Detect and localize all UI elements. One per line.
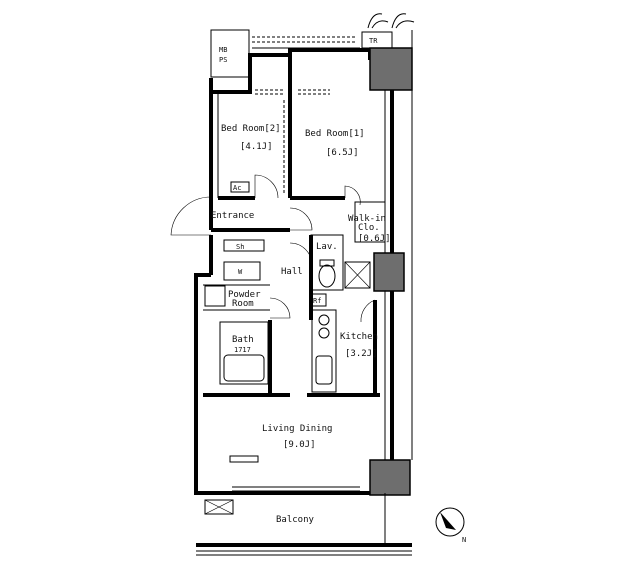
ps-label: PS: [219, 56, 227, 64]
fridge-box: [311, 293, 327, 307]
hall-label: Hall: [281, 267, 303, 277]
plant-icon: [367, 13, 415, 460]
lav-label: Lav.: [316, 242, 338, 252]
kitchen-size: [3.2J]: [345, 349, 378, 359]
stove-burner-icon: [318, 327, 330, 339]
washer-label: W: [238, 268, 243, 276]
balcony-railing: [196, 543, 412, 556]
stove-burner-icon: [318, 314, 330, 326]
ac-label: Ac: [233, 184, 241, 192]
floor-vent: [229, 455, 259, 463]
mb-label: MB: [219, 46, 227, 54]
door-swing: [254, 174, 279, 199]
balcony-sliding-door: [232, 486, 360, 492]
top-window: [252, 36, 360, 49]
compass-north-label: N: [462, 536, 466, 544]
column: [369, 459, 411, 496]
tr-box: [361, 31, 393, 49]
lavatory-room: [310, 234, 344, 291]
door-swing: [360, 299, 376, 323]
refrigerator-x: [344, 261, 371, 289]
walkin-size: [0.6J]: [358, 234, 391, 244]
shoe-box-label: Sh: [236, 243, 244, 251]
walkin-line1: Walk-in: [348, 214, 386, 224]
toilet-tank: [319, 259, 335, 267]
column: [369, 47, 413, 91]
door-swing: [269, 297, 291, 319]
powder-cabinet: [204, 285, 226, 307]
compass-icon: N: [435, 507, 466, 544]
bedroom1-size: [6.5J]: [326, 148, 359, 158]
toilet-icon: [318, 264, 336, 288]
bathtub: [219, 321, 269, 385]
mb-ps-box: [210, 29, 250, 78]
shoe-box: [223, 239, 265, 252]
bath-size: 1717: [234, 346, 251, 354]
walkin-line2: Clo.: [358, 223, 380, 233]
balcony-label: Balcony: [276, 515, 315, 525]
kitchen-counter: [311, 309, 337, 393]
bedroom2-name: Bed Room[2]: [221, 124, 281, 134]
washer-box: [223, 261, 261, 281]
bedroom1-name: Bed Room[1]: [305, 129, 365, 139]
ac-outdoor-unit: [204, 499, 234, 515]
kitchen-name: Kitchen: [340, 332, 378, 342]
living-name: Living Dining: [262, 424, 332, 434]
closet-doors: [255, 89, 330, 95]
walkin-closet: [354, 201, 386, 243]
entrance-label: Entrance: [211, 211, 254, 221]
ac-outdoor-unit-x: [204, 499, 234, 515]
bedroom2-size: [4.1J]: [240, 142, 273, 152]
ac-unit: [230, 181, 250, 193]
powder-line2: Room: [232, 299, 254, 309]
powder-line1: Powder: [228, 290, 261, 300]
bathtub-inner: [223, 354, 265, 382]
fridge-label: Rf: [313, 297, 321, 305]
door-swing: [289, 242, 313, 266]
living-size: [9.0J]: [283, 440, 316, 450]
column: [373, 252, 405, 292]
sink-icon: [315, 355, 333, 385]
refrigerator-space: [344, 261, 371, 289]
entrance-door: [170, 196, 212, 236]
tr-label: TR: [369, 37, 378, 45]
door-swing: [289, 207, 313, 231]
bath-label: Bath: [232, 335, 254, 345]
